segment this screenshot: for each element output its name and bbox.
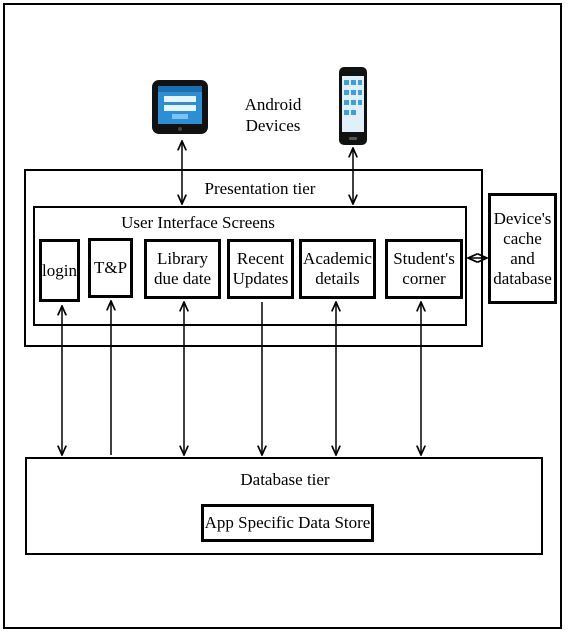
screen-tp: T&P xyxy=(88,238,133,298)
data-store-box: App Specific Data Store xyxy=(201,504,374,542)
ui-screens-title: User Interface Screens xyxy=(121,213,275,232)
screen-login: login xyxy=(39,239,80,302)
devices-label: Android Devices xyxy=(244,95,302,135)
android-tablet-icon xyxy=(151,79,209,135)
database-tier-title: Database tier xyxy=(240,470,330,489)
screen-academic-details: Academic details xyxy=(299,239,376,299)
screen-students-corner: Student's corner xyxy=(385,239,463,299)
figure-frame xyxy=(3,3,562,629)
device-cache-box: Device's cache and database xyxy=(488,193,557,304)
screen-recent-updates: Recent Updates xyxy=(227,239,294,299)
presentation-tier-title: Presentation tier xyxy=(204,179,316,198)
screen-library-due-date: Library due date xyxy=(144,239,221,299)
android-phone-icon xyxy=(338,66,368,146)
